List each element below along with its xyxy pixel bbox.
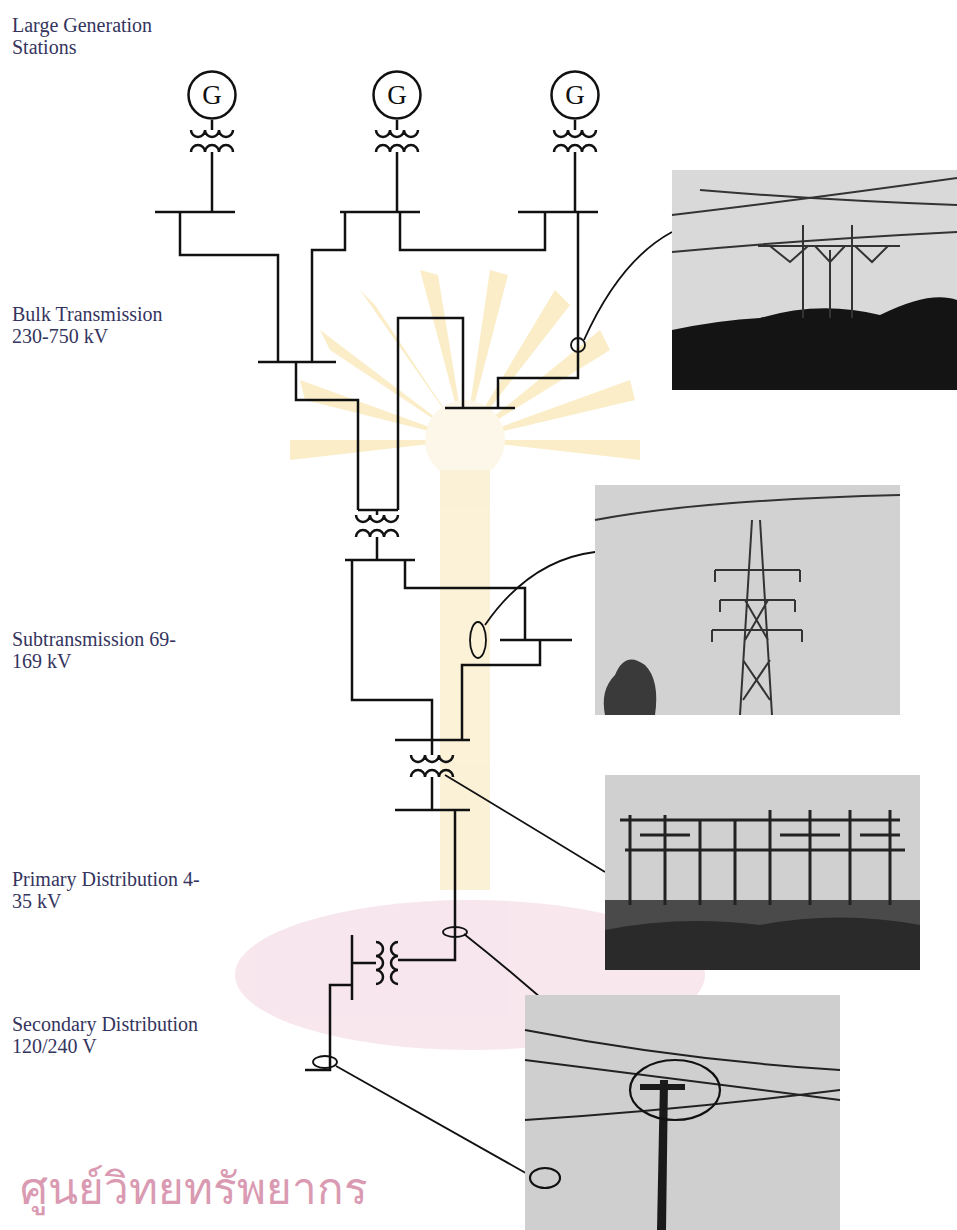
one-line-wiring [155, 120, 598, 1070]
generator-letter: G [372, 80, 422, 111]
voltage-level-label: Large Generation Stations [12, 14, 182, 59]
generator-circle: G [550, 70, 600, 120]
photo-distribution-pole [525, 995, 840, 1230]
voltage-level-label: Bulk Transmission 230-750 kV [12, 303, 187, 348]
photo-substation [605, 775, 920, 970]
generator-letter: G [187, 80, 237, 111]
watermark-text: ศูนย์วิทยทรัพยากร [20, 1160, 368, 1217]
photo-bulk-transmission [672, 170, 957, 390]
generator-circle: G [187, 70, 237, 120]
generator-letter: G [550, 80, 600, 111]
voltage-level-label: Secondary Distribution 120/240 V [12, 1013, 230, 1058]
photo-subtransmission [595, 485, 900, 715]
generator-circle: G [372, 70, 422, 120]
voltage-level-label: Subtransmission 69-169 kV [12, 628, 182, 673]
voltage-level-label: Primary Distribution 4-35 kV [12, 868, 204, 913]
